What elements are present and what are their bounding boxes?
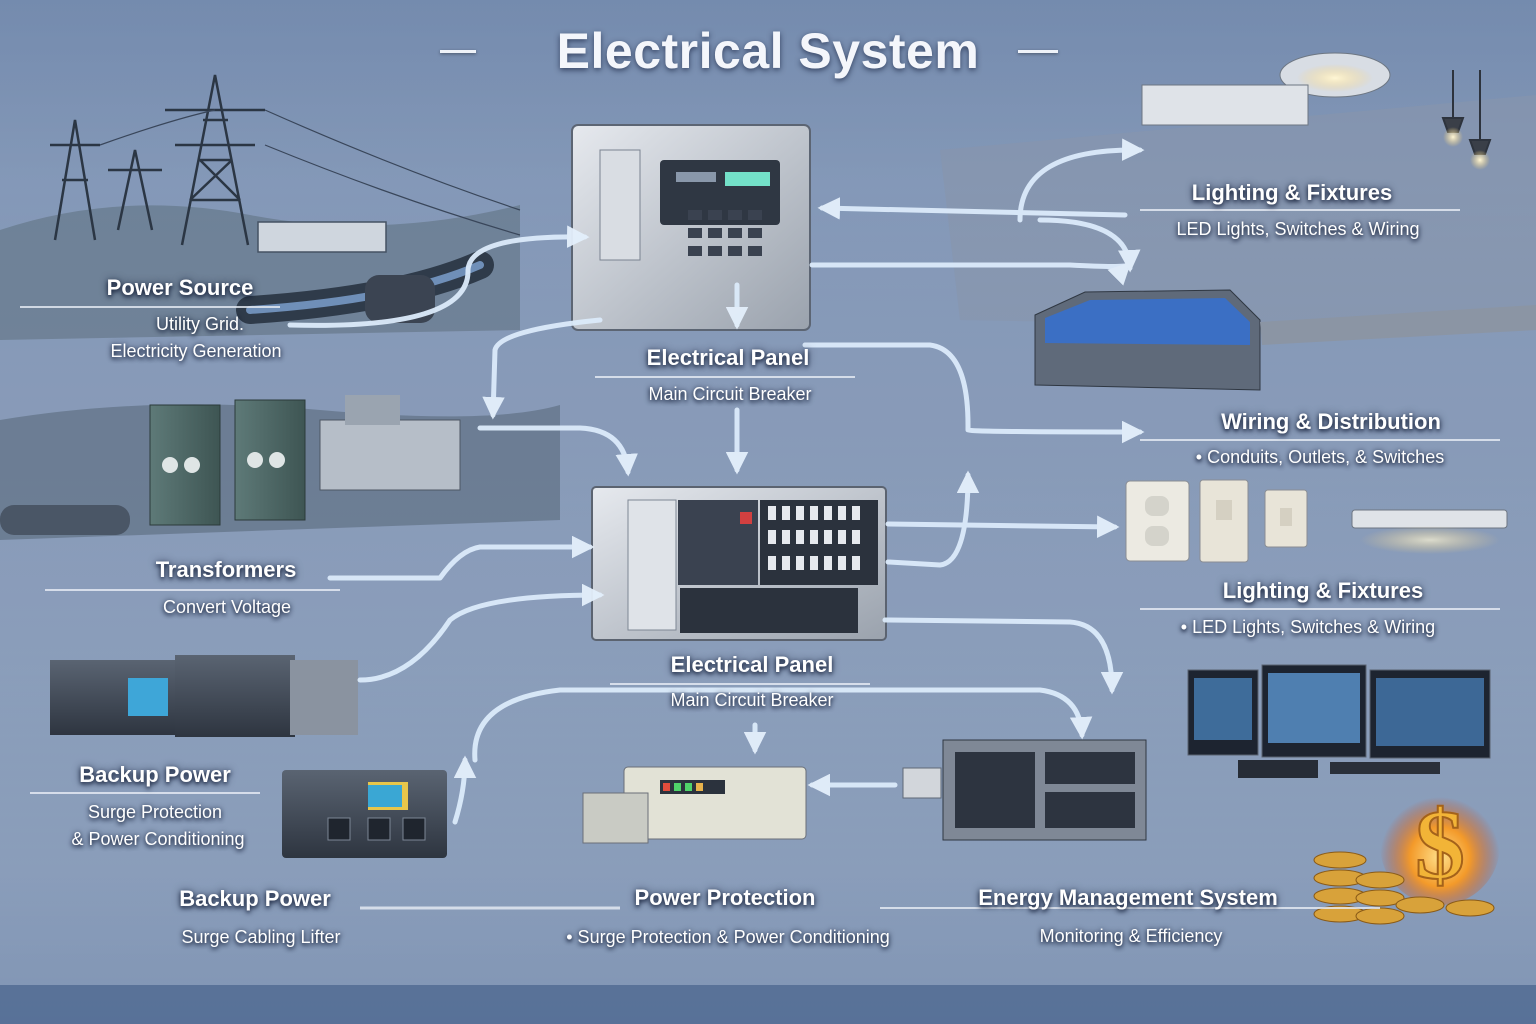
svg-text:$: $ <box>1415 789 1465 900</box>
arrow-ups-loop <box>452 755 477 825</box>
arrow-backup-to-breaker <box>357 583 605 683</box>
lighting-fixtures-top-label: Lighting & Fixtures <box>1191 180 1393 205</box>
lighting-fixtures-mid-label: Lighting & Fixtures <box>1222 578 1424 603</box>
power-protection-line-1: • Surge Protection & Power Conditioning <box>566 927 890 947</box>
lighting-fixtures-mid-line-1: • LED Lights, Switches & Wiring <box>1180 617 1436 637</box>
backup-power-mid-label: Backup Power <box>79 762 231 787</box>
arrow-panel-left-loop <box>482 317 603 420</box>
title-rule-left <box>440 50 476 53</box>
backup-power-bottom-line-1: Surge Cabling Lifter <box>181 927 341 947</box>
power-source-line-1: Utility Grid. <box>155 314 245 334</box>
arrow-panel-right-up <box>1037 217 1141 273</box>
electrical-panel-mid-label: Electrical Panel <box>670 652 834 677</box>
arrow-breaker-to-wiring <box>885 470 980 568</box>
ups-icon <box>282 770 447 858</box>
power-cables <box>236 251 494 324</box>
arrow-breaker-to-monitor <box>882 617 1124 695</box>
energy-management-line-1: Monitoring & Efficiency <box>1039 926 1223 946</box>
backup-power-mid-line-2: & Power Conditioning <box>71 829 245 849</box>
electrical-panel-top-label: Electrical Panel <box>646 345 810 370</box>
breaker-panel-icon <box>591 486 887 641</box>
page-title: Electrical System <box>556 23 980 79</box>
power-source-label: Power Source <box>106 275 254 300</box>
power-protection-label: Power Protection <box>634 885 816 910</box>
arrow-breaker-to-outlets <box>885 515 1120 539</box>
arrow-loop-to-monitor <box>472 687 1093 763</box>
arrow-transformer-to-breaker <box>477 425 638 477</box>
arrow-transformers-to-breaker <box>327 535 595 581</box>
arrow-lighting-to-panel <box>817 197 1128 220</box>
energy-monitor-unit <box>902 739 1147 841</box>
network-rack-icon <box>1034 289 1536 391</box>
ceiling-light-icon <box>1141 52 1508 554</box>
transformers-line-1: Convert Voltage <box>162 597 292 617</box>
energy-management-label: Energy Management System <box>978 885 1278 910</box>
outlet-icon <box>1125 480 1190 562</box>
light-switch-icon <box>1199 479 1308 563</box>
backup-power-mid-line-1: Surge Protection <box>87 802 223 822</box>
electrical-panel-top-line-1: Main Circuit Breaker <box>648 384 812 404</box>
title-rule-right <box>1018 50 1058 53</box>
pendant-lamp-icon <box>1441 70 1492 170</box>
transmission-tower-icon <box>50 74 521 253</box>
arrow-panel-to-wiring <box>802 342 1145 444</box>
transformers-label: Transformers <box>155 557 297 582</box>
surge-protector-icon <box>582 766 807 844</box>
wiring-distribution-label: Wiring & Distribution <box>1221 409 1441 434</box>
arrow-panel-to-rack <box>809 261 1132 286</box>
dollar-coins-icon: $ <box>1313 785 1500 925</box>
electrical-panel-mid-line-1: Main Circuit Breaker <box>670 690 834 710</box>
power-source-line-2: Electricity Generation <box>110 341 282 361</box>
backup-unit-icon <box>50 655 358 737</box>
control-panel-icon <box>571 124 811 331</box>
backup-power-bottom-label: Backup Power <box>179 886 331 911</box>
lighting-fixtures-top-line-1: LED Lights, Switches & Wiring <box>1176 219 1420 239</box>
monitoring-station-icon <box>1187 664 1491 778</box>
flow-arrows <box>287 138 1145 825</box>
label-rules <box>20 209 1500 910</box>
arrow-source-to-panel <box>287 225 590 328</box>
transformer-icon <box>0 395 461 535</box>
wiring-distribution-line-1: • Conduits, Outlets, & Switches <box>1195 447 1445 467</box>
arrow-panel-to-lighting <box>1017 138 1145 223</box>
